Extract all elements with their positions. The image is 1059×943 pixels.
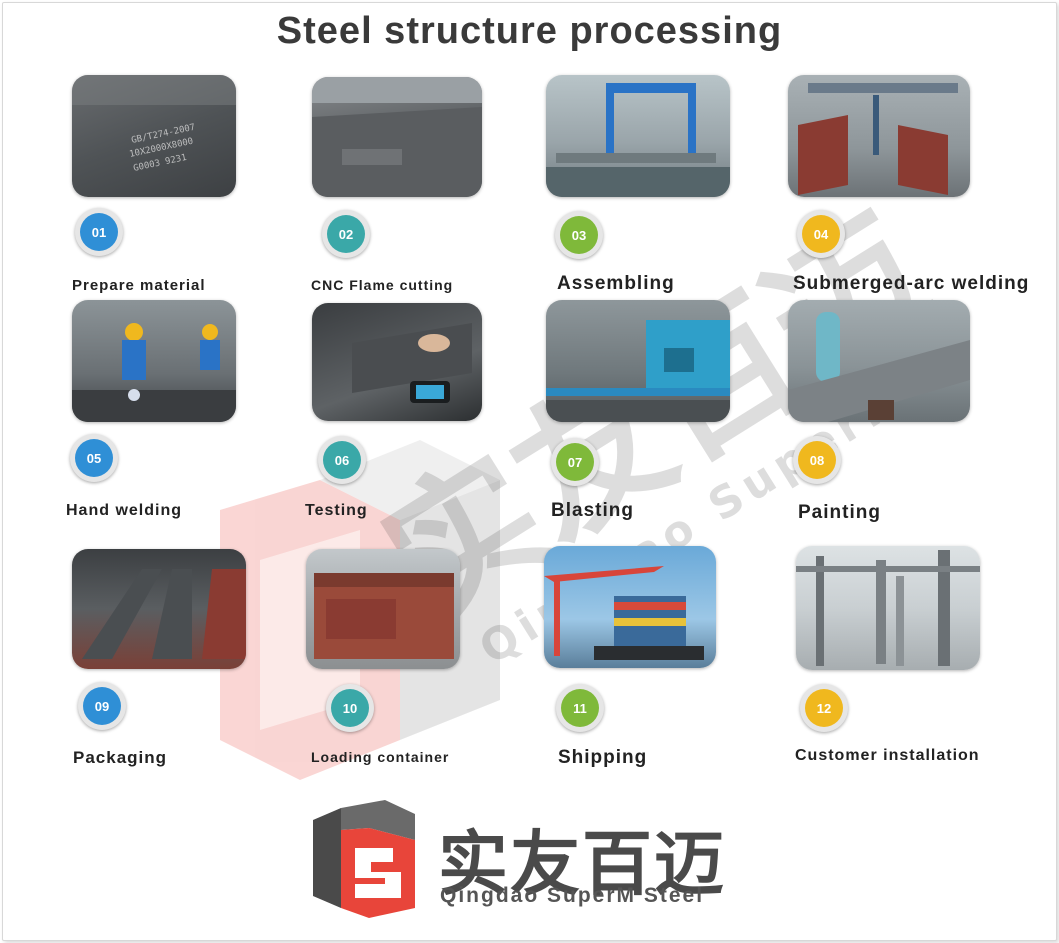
steel-plate-cutting-photo: [312, 77, 482, 197]
step-badge-06: 06: [318, 436, 366, 484]
hand-welding-photo: [72, 300, 236, 422]
step-badge-08: 08: [793, 436, 841, 484]
step-card-04: [788, 75, 970, 315]
brand-name-cn: 实友百迈: [438, 823, 726, 905]
step-card-09: [72, 549, 252, 789]
step-badge-07: 07: [551, 438, 599, 486]
step-badge-09: 09: [78, 682, 126, 730]
step-card-10: [306, 549, 486, 789]
step-number: 12: [805, 689, 843, 727]
step-number: 11: [561, 689, 599, 727]
step-card-07: [546, 300, 730, 540]
step-number: 03: [560, 216, 598, 254]
step-label-09: Packaging: [73, 748, 168, 767]
step-card-12: [796, 546, 980, 786]
step-card-08: [788, 300, 970, 540]
step-number: 04: [802, 215, 840, 253]
step-card-03: [546, 75, 730, 315]
step-label-02: CNC Flame cutting: [311, 277, 454, 293]
loading-container-photo: [306, 549, 460, 669]
step-label-08: Painting: [798, 502, 881, 523]
step-label-07: Blasting: [551, 500, 634, 521]
step-number: 07: [556, 443, 594, 481]
step-badge-03: 03: [555, 211, 603, 259]
step-number: 09: [83, 687, 121, 725]
brand-name-en: Qingdao SuperM Steel: [440, 884, 705, 907]
step-label-11: Shipping: [558, 747, 648, 768]
page-title: Steel structure processing: [276, 10, 783, 52]
step-card-02: [312, 77, 492, 317]
step-number: 10: [331, 689, 369, 727]
testing-photo: [312, 303, 482, 421]
step-number: 02: [327, 215, 365, 253]
packaged-beams-photo: [72, 549, 246, 669]
step-card-11: [544, 546, 724, 786]
step-label-10: Loading container: [311, 749, 450, 765]
brand-logo-icon: [313, 800, 415, 918]
step-label-03: Assembling: [557, 273, 675, 294]
steel-frame-installation-photo: [796, 546, 980, 670]
blasting-machine-photo: [546, 300, 730, 422]
step-label-05: Hand welding: [66, 502, 182, 519]
container-ship-photo: [544, 546, 716, 668]
step-badge-04: 04: [797, 210, 845, 258]
painting-photo: [788, 300, 970, 422]
step-badge-01: 01: [75, 208, 123, 256]
step-badge-11: 11: [556, 684, 604, 732]
welding-line-photo: [788, 75, 970, 197]
step-card-06: [312, 303, 492, 543]
step-label-12: Customer installation: [795, 747, 980, 764]
step-badge-10: 10: [326, 684, 374, 732]
step-label-06: Testing: [305, 502, 368, 519]
step-label-01: Prepare material: [72, 277, 206, 294]
step-badge-02: 02: [322, 210, 370, 258]
step-badge-05: 05: [70, 434, 118, 482]
step-card-05: [72, 300, 252, 540]
step-badge-12: 12: [800, 684, 848, 732]
gantry-assembly-photo: [546, 75, 730, 197]
step-label-04: Submerged-arc welding: [793, 273, 1030, 294]
step-number: 06: [323, 441, 361, 479]
step-number: 01: [80, 213, 118, 251]
step-number: 08: [798, 441, 836, 479]
step-number: 05: [75, 439, 113, 477]
